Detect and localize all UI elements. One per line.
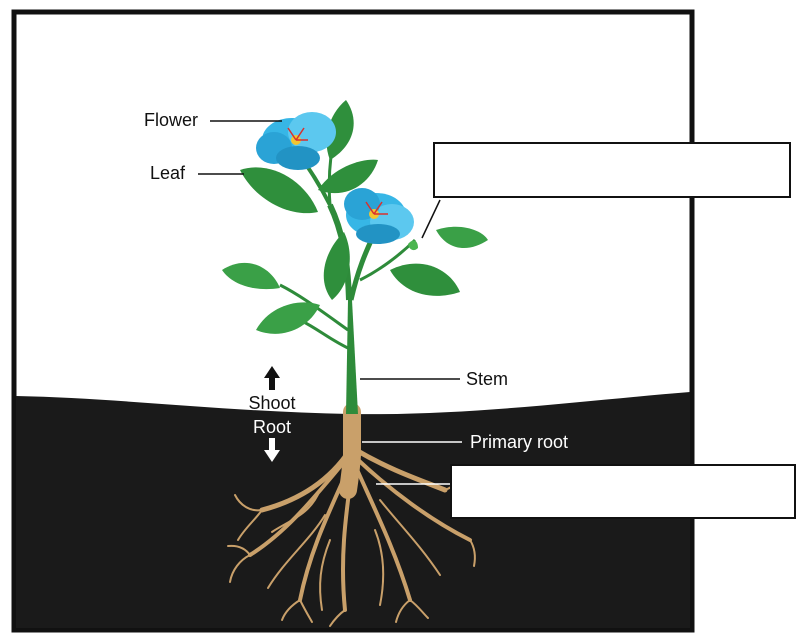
label-shoot: Shoot [232, 393, 312, 413]
label-stem: Stem [466, 369, 508, 389]
blank-label-upper[interactable] [433, 142, 791, 198]
label-root: Root [232, 417, 312, 437]
label-leaf: Leaf [150, 163, 185, 183]
label-primary-root: Primary root [470, 432, 568, 452]
label-flower: Flower [144, 110, 198, 130]
blank-label-lower[interactable] [450, 464, 796, 519]
